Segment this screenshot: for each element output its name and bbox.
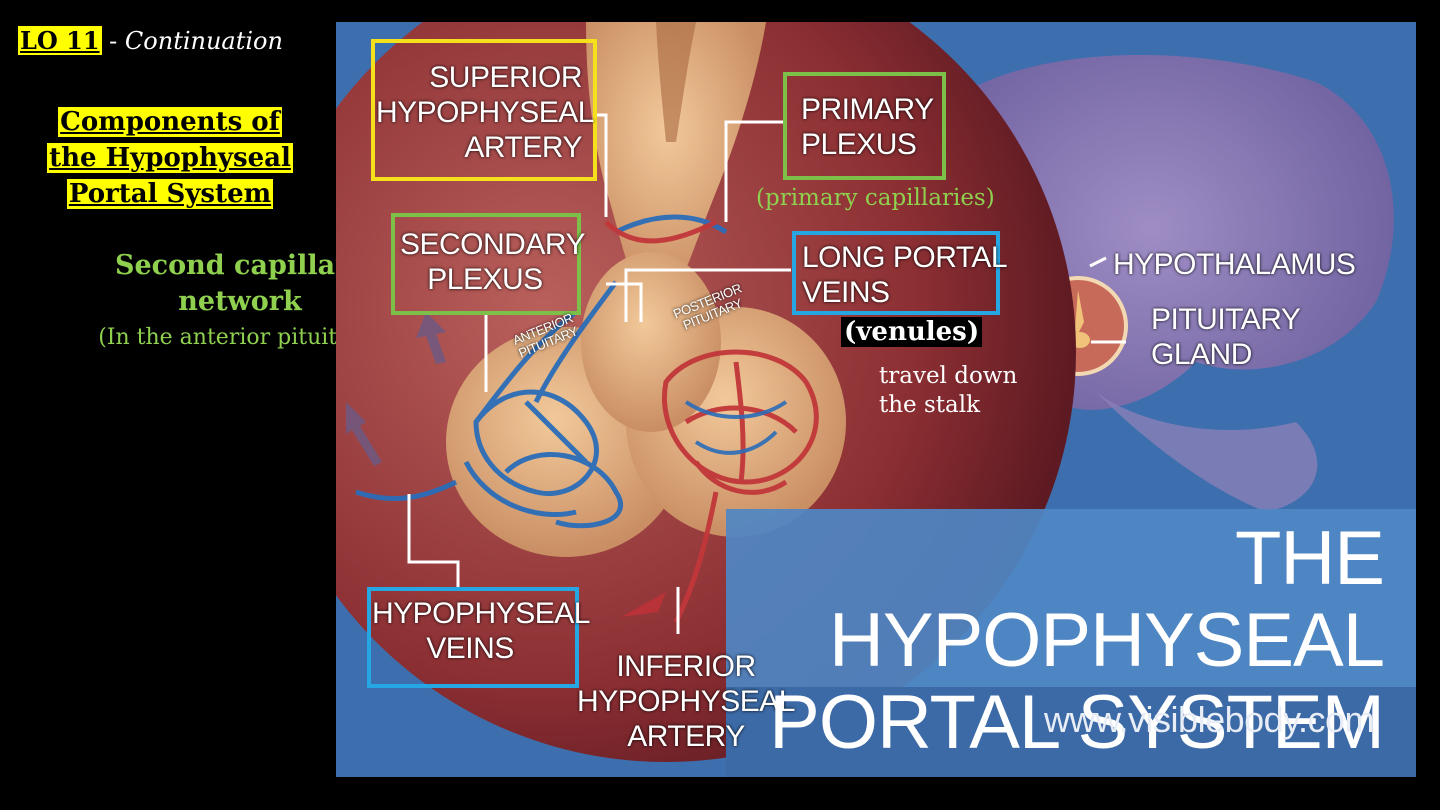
long-portal-veins-label: LONG PORTAL VEINS — [802, 240, 1008, 310]
primary-line-2: PLEXUS — [801, 128, 917, 161]
long-line-2: VEINS — [802, 276, 890, 309]
pituitary-gland-label: PITUITARY GLAND — [1151, 302, 1301, 372]
lo-separator: - — [101, 27, 125, 55]
superior-line-2: HYPOPHYSEAL — [376, 96, 594, 129]
venules-note: (venules) — [841, 317, 983, 347]
lo-header: LO 11 - Continuation — [18, 26, 283, 55]
primary-plexus-box — [783, 72, 946, 180]
long-portal-veins-box — [792, 231, 1000, 315]
hypophyseal-veins-box — [367, 587, 579, 688]
title-line-2: PORTAL SYSTEM — [769, 680, 1385, 765]
components-heading: Components of the Hypophyseal Portal Sys… — [0, 104, 340, 212]
primary-plexus-label: PRIMARY PLEXUS — [801, 92, 934, 162]
hypothalamus-label: HYPOTHALAMUS — [1113, 248, 1356, 281]
second-capillary-note: Second capillary network (In the anterio… — [80, 248, 400, 356]
superior-artery-label: SUPERIOR HYPOPHYSEAL ARTERY — [376, 60, 594, 165]
travel-line-2: the stalk — [879, 392, 981, 418]
inferior-line-1: INFERIOR — [616, 650, 756, 683]
diagram-title: THE HYPOPHYSEAL PORTAL SYSTEM — [736, 516, 1385, 765]
website-link[interactable]: www.visiblebody.com — [1044, 699, 1374, 740]
superior-line-1: SUPERIOR — [429, 61, 582, 94]
hypophyseal-veins-label: HYPOPHYSEAL VEINS — [372, 596, 590, 666]
portal-system-diagram: SUPERIOR HYPOPHYSEAL ARTERY PRIMARY PLEX… — [336, 22, 1416, 777]
heading-line-3: Portal System — [66, 179, 274, 209]
secondary-line-1: SECONDARY — [400, 228, 586, 261]
heading-line-1: Components of — [58, 107, 282, 137]
title-line-1: THE HYPOPHYSEAL — [829, 516, 1385, 683]
second-subtitle: (In the anterior pituitary) — [98, 325, 382, 350]
secondary-plexus-label: SECONDARY PLEXUS — [400, 227, 586, 297]
second-title-2: network — [178, 286, 302, 317]
lo-continuation: Continuation — [124, 27, 283, 55]
pituitary-line-1: PITUITARY — [1151, 303, 1301, 336]
superior-line-3: ARTERY — [464, 131, 582, 164]
primary-line-1: PRIMARY — [801, 93, 934, 126]
heading-line-2: the Hypophyseal — [47, 143, 293, 173]
pituitary-line-2: GLAND — [1151, 338, 1252, 371]
travel-note: travel down the stalk — [879, 362, 1017, 420]
veins-line-2: VEINS — [426, 632, 514, 665]
inferior-line-3: ARTERY — [627, 720, 745, 753]
superior-artery-box — [371, 39, 597, 181]
veins-line-1: HYPOPHYSEAL — [372, 597, 590, 630]
anatomy-illustration — [336, 22, 1416, 777]
secondary-plexus-box — [391, 213, 581, 315]
inferior-line-2: HYPOPHYSEAL — [577, 685, 795, 718]
lo-tag: LO 11 — [18, 26, 102, 55]
second-title-1: Second capillary — [114, 250, 366, 281]
inferior-artery-label: INFERIOR HYPOPHYSEAL ARTERY — [576, 649, 796, 754]
primary-capillaries-note: (primary capillaries) — [756, 185, 995, 211]
travel-line-1: travel down — [879, 363, 1018, 389]
secondary-line-2: PLEXUS — [427, 263, 543, 296]
long-line-1: LONG PORTAL — [802, 241, 1008, 274]
